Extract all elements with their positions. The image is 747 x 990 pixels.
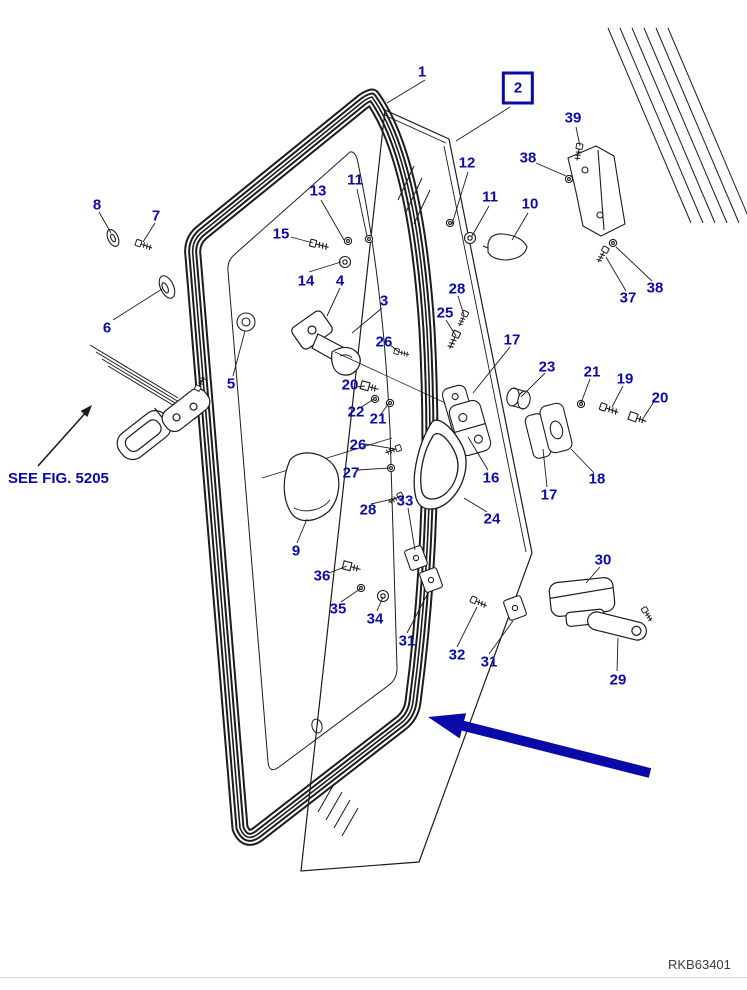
latch-drawing [359, 309, 647, 506]
callout-16[interactable]: 16 [482, 469, 500, 487]
glass-reflection-hatching [317, 165, 431, 837]
callout-11[interactable]: 11 [482, 188, 498, 206]
callout-14[interactable]: 14 [297, 272, 315, 290]
callout-9[interactable]: 9 [291, 542, 301, 560]
handle-drawing [291, 310, 453, 407]
callout-26[interactable]: 26 [375, 333, 393, 351]
callout-39[interactable]: 39 [564, 109, 582, 127]
callout-11[interactable]: 11 [347, 171, 363, 189]
page-bottom-divider [0, 977, 747, 978]
callout-5[interactable]: 5 [226, 375, 236, 393]
callout-33[interactable]: 33 [396, 492, 414, 510]
callout-1[interactable]: 1 [417, 63, 427, 81]
fastener-cluster-top [308, 218, 528, 269]
callout-31[interactable]: 31 [398, 632, 416, 650]
callout-12[interactable]: 12 [458, 154, 476, 172]
callout-18[interactable]: 18 [588, 470, 606, 488]
pocket-drawing [283, 452, 340, 522]
direction-arrow [428, 713, 652, 778]
callout-24[interactable]: 24 [483, 510, 501, 528]
callout-38[interactable]: 38 [646, 279, 664, 297]
figure-reference-link[interactable]: SEE FIG. 5205 [8, 470, 109, 487]
callout-23[interactable]: 23 [538, 358, 556, 376]
callout-3[interactable]: 3 [379, 292, 389, 310]
lock-cylinder-drawing [506, 387, 531, 410]
door-seal-frame-drawing [184, 88, 439, 846]
lower-plates-drawing [341, 544, 528, 622]
callout-31[interactable]: 31 [480, 653, 498, 671]
callout-22[interactable]: 22 [347, 403, 365, 421]
drawing-code: RKB63401 [668, 957, 731, 972]
callout-8[interactable]: 8 [92, 196, 102, 214]
callout-6[interactable]: 6 [102, 319, 112, 337]
callout-25[interactable]: 25 [436, 304, 454, 322]
callout-7[interactable]: 7 [151, 207, 161, 225]
callout-19[interactable]: 19 [616, 370, 634, 388]
callout-4[interactable]: 4 [335, 272, 345, 290]
callout-30[interactable]: 30 [594, 551, 612, 569]
see-fig-arrow [37, 405, 92, 467]
mounting-bracket-drawing [564, 142, 626, 265]
cab-frame-hatching [607, 27, 747, 224]
callout-38[interactable]: 38 [519, 149, 537, 167]
callout-29[interactable]: 29 [609, 671, 627, 689]
grommet-drawing [106, 229, 256, 332]
callout-34[interactable]: 34 [366, 610, 384, 628]
callout-26[interactable]: 26 [349, 436, 367, 454]
callout-21[interactable]: 21 [369, 410, 387, 428]
callout-27[interactable]: 27 [342, 464, 360, 482]
leader-lines [98, 79, 656, 672]
callout-32[interactable]: 32 [448, 646, 466, 664]
callout-2[interactable]: 2 [501, 71, 535, 105]
callout-17[interactable]: 17 [540, 486, 558, 504]
callout-28[interactable]: 28 [359, 501, 377, 519]
callout-10[interactable]: 10 [521, 195, 539, 213]
check-strap-drawing [548, 577, 655, 641]
callout-37[interactable]: 37 [619, 289, 637, 307]
callout-35[interactable]: 35 [329, 600, 347, 618]
glass-panel-drawing [300, 109, 533, 872]
callout-28[interactable]: 28 [448, 280, 466, 298]
callout-17[interactable]: 17 [503, 331, 521, 349]
callout-13[interactable]: 13 [309, 182, 327, 200]
callout-20[interactable]: 20 [651, 389, 669, 407]
callout-20[interactable]: 20 [341, 376, 359, 394]
callout-36[interactable]: 36 [313, 567, 331, 585]
callout-15[interactable]: 15 [272, 225, 290, 243]
hinge-drawing [116, 375, 211, 461]
bezel-drawing [413, 419, 467, 510]
callout-21[interactable]: 21 [583, 363, 601, 381]
